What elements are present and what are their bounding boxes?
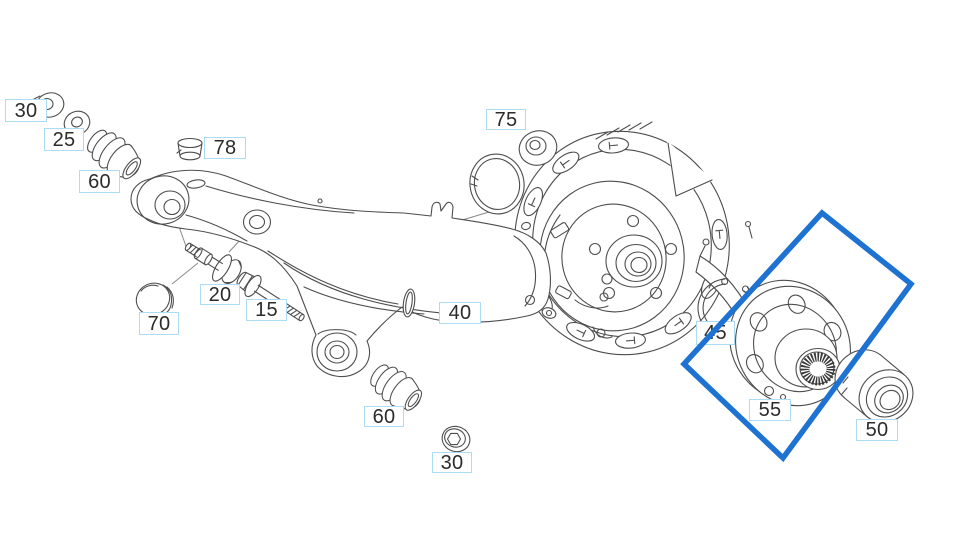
cover-cap[interactable] bbox=[131, 277, 176, 320]
part-label-55[interactable]: 55 bbox=[749, 399, 791, 421]
rubber-bushing-bottom[interactable] bbox=[365, 358, 429, 417]
plug-cap[interactable] bbox=[176, 137, 203, 161]
rubber-bushing-top[interactable] bbox=[81, 123, 148, 186]
part-label-20[interactable]: 20 bbox=[200, 284, 240, 305]
part-label-50[interactable]: 50 bbox=[856, 419, 898, 441]
brake-backing-plate[interactable] bbox=[491, 108, 753, 377]
part-label-40[interactable]: 40 bbox=[439, 302, 481, 324]
part-label-45[interactable]: 45 bbox=[696, 321, 735, 345]
part-label-75[interactable]: 75 bbox=[486, 109, 526, 130]
part-label-25[interactable]: 25 bbox=[44, 128, 84, 151]
flange-bolt[interactable] bbox=[178, 233, 245, 290]
sealing-ring[interactable] bbox=[465, 150, 529, 218]
part-label-78[interactable]: 78 bbox=[204, 137, 246, 159]
part-label-30-bottom[interactable]: 30 bbox=[432, 452, 472, 473]
part-label-60-top[interactable]: 60 bbox=[79, 170, 120, 193]
trailing-arm[interactable] bbox=[130, 169, 551, 378]
part-label-70[interactable]: 70 bbox=[139, 312, 179, 335]
part-label-60-bottom[interactable]: 60 bbox=[364, 406, 404, 427]
part-label-30-top[interactable]: 30 bbox=[5, 99, 47, 122]
part-label-15[interactable]: 15 bbox=[246, 299, 287, 321]
flange-nut-bottom[interactable] bbox=[439, 423, 473, 455]
